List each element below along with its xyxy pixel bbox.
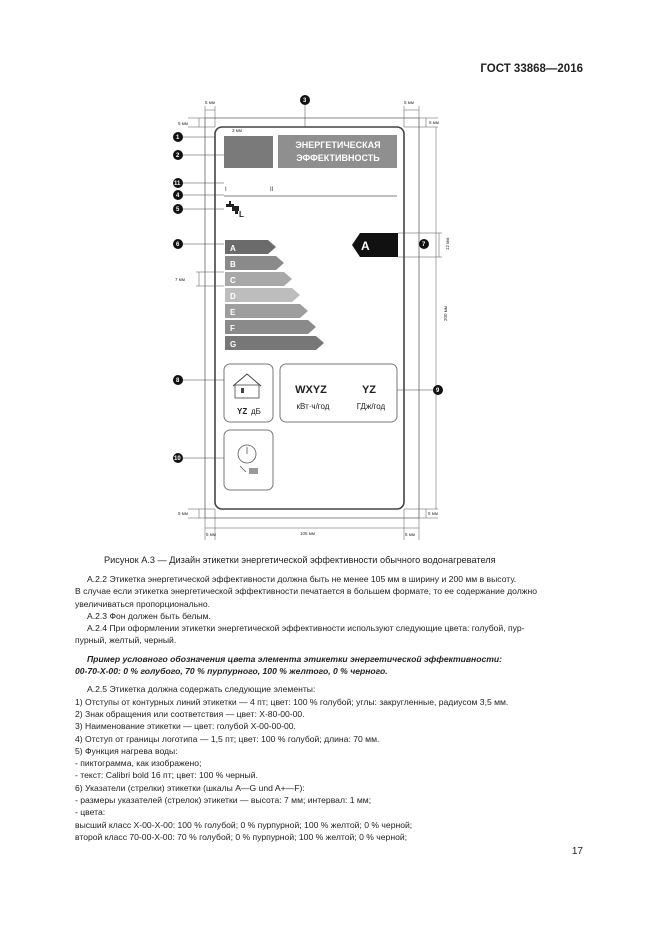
list-item: 6) Указатели (стрелки) этикетки (шкалы А…	[75, 782, 305, 793]
paragraph-a22-line: увеличиваться пропорционально.	[75, 598, 211, 609]
list-item: - размеры указателей (стрелок) этикетки …	[75, 795, 372, 806]
conformity-mark	[224, 136, 273, 168]
class-arrow-c	[225, 272, 292, 286]
svg-text:WXYZ: WXYZ	[295, 384, 327, 396]
class-arrow-e	[225, 304, 308, 318]
list-item: высший класс Х-00-Х-00: 100 % голубой; 0…	[75, 819, 413, 830]
label-border	[214, 126, 405, 510]
list-item: 5) Функция нагрева воды:	[75, 745, 178, 756]
svg-text:8: 8	[176, 378, 180, 384]
class-arrow-a	[225, 240, 276, 254]
standard-header: ГОСТ 33868—2016	[480, 63, 583, 75]
svg-text:2: 2	[176, 153, 180, 159]
list-item: - цвета:	[75, 807, 106, 818]
svg-text:5 мм: 5 мм	[428, 511, 438, 516]
svg-text:9: 9	[436, 388, 440, 394]
svg-text:5: 5	[176, 207, 180, 213]
svg-text:ГДж/год: ГДж/год	[357, 402, 386, 411]
paragraph-a22-line: В случае если этикетка энергетической эф…	[75, 586, 538, 597]
svg-text:ЭФФЕКТИВНОСТЬ: ЭФФЕКТИВНОСТЬ	[296, 153, 380, 163]
svg-text:F: F	[230, 324, 235, 333]
svg-text:C: C	[230, 276, 236, 285]
svg-text:A: A	[230, 244, 236, 253]
svg-text:L: L	[239, 210, 244, 219]
paragraph-a22-line: А.2.2 Этикетка энергетической эффективно…	[87, 574, 517, 584]
svg-text:5 мм: 5 мм	[206, 532, 216, 537]
paragraph-a24-line: А.2.4 При оформлении этикетки энергетиче…	[87, 623, 525, 634]
svg-text:6: 6	[176, 242, 180, 248]
svg-text:12 мм: 12 мм	[445, 238, 450, 250]
svg-text:10: 10	[174, 456, 181, 462]
list-item: - текст: Calibri bold 16 пт; цвет: 100 %…	[75, 770, 258, 781]
svg-text:A: A	[361, 239, 370, 253]
svg-text:7 мм: 7 мм	[175, 277, 185, 282]
svg-text:G: G	[230, 340, 236, 349]
dim-height: 200 мм	[443, 306, 448, 321]
class-arrow-f	[225, 320, 316, 334]
svg-text:3: 3	[303, 98, 307, 104]
svg-text:1: 1	[176, 135, 180, 141]
house-speaker-icon	[232, 373, 262, 399]
dim-top-left: 5 мм	[205, 100, 215, 105]
figure-caption: Рисунок А.3 — Дизайн этикетки энергетиче…	[104, 555, 496, 565]
callout-markers: 1 2 3 4 5 6 7 8 9 10 11	[173, 95, 443, 463]
list-item: 3) Наименование этикетки — цвет: голубой…	[75, 721, 296, 732]
label-title-box	[278, 135, 397, 168]
svg-text:I: I	[225, 187, 227, 193]
body-text: А.2.2 Этикетка энергетической эффективно…	[75, 573, 587, 843]
svg-text:5 мм: 5 мм	[178, 511, 188, 516]
timer-box	[223, 429, 274, 491]
noise-box	[223, 363, 274, 423]
paragraph-a24-line: пурный, желтый, черный.	[75, 635, 177, 646]
outer-frame	[204, 117, 420, 519]
example-line: 00-70-Х-00: 0 % голубого, 70 % пурпурног…	[75, 666, 388, 677]
svg-text:YZ: YZ	[362, 384, 376, 396]
svg-text:5 мм: 5 мм	[429, 120, 439, 125]
class-arrow-g	[225, 336, 324, 350]
svg-text:D: D	[230, 292, 236, 301]
page-number: 17	[571, 846, 583, 857]
list-item: 2) Знак обращения или соответствия — цве…	[75, 708, 305, 719]
svg-text:дБ: дБ	[251, 407, 261, 416]
class-arrow-b	[225, 256, 284, 270]
dim-width: 105 мм	[300, 531, 315, 536]
svg-text:3 мм: 3 мм	[232, 128, 242, 133]
list-item: - пиктограмма, как изображено;	[75, 758, 202, 769]
svg-text:5 мм: 5 мм	[178, 121, 188, 126]
paragraph-a23: А.2.3 Фон должен быть белым.	[87, 610, 211, 621]
svg-text:5 мм: 5 мм	[405, 532, 415, 537]
class-scale: A B C D E F G	[225, 240, 324, 350]
svg-text:кВт·ч/год: кВт·ч/год	[297, 402, 330, 411]
svg-text:B: B	[230, 260, 236, 269]
svg-text:ЭНЕРГЕТИЧЕСКАЯ: ЭНЕРГЕТИЧЕСКАЯ	[295, 140, 380, 150]
svg-text:11: 11	[174, 181, 181, 187]
class-pointer	[352, 233, 398, 257]
svg-text:7: 7	[422, 242, 426, 248]
example-line: Пример условного обозначения цвета элеме…	[87, 653, 503, 664]
paragraph-a25: А.2.5 Этикетка должна содержать следующи…	[87, 684, 316, 695]
label-design-figure: .dim{font-family:"Liberation Sans",sans-…	[173, 95, 450, 540]
svg-text:II: II	[270, 187, 274, 193]
tap-icon	[226, 201, 239, 214]
list-item: 1) Отступы от контурных линий этикетки —…	[75, 696, 509, 707]
list-item: второй класс 70-00-Х-00: 70 % голубой; 0…	[75, 831, 408, 842]
svg-text:E: E	[230, 308, 236, 317]
svg-text:4: 4	[176, 193, 180, 199]
list-item: 4) Отступ от границы логотипа — 1,5 пт; …	[75, 733, 380, 744]
energy-box	[279, 363, 398, 423]
svg-text:5 мм: 5 мм	[404, 100, 414, 105]
clock-icon	[237, 444, 258, 474]
class-arrow-d	[225, 288, 300, 302]
svg-text:YZ: YZ	[237, 407, 247, 416]
